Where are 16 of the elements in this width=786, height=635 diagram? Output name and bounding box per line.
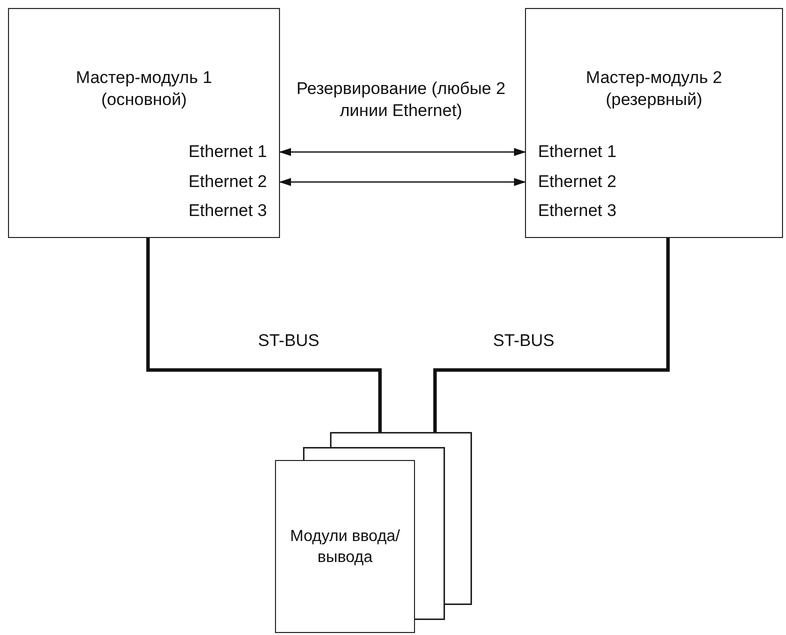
module-stack bbox=[275, 432, 472, 633]
port-label: Ethernet 2 bbox=[526, 171, 616, 193]
module-card-text: Модули ввода/вывода bbox=[289, 526, 401, 568]
port-label: Ethernet 1 bbox=[526, 141, 616, 163]
bus-line bbox=[146, 238, 382, 432]
port-label: Ethernet 3 bbox=[188, 200, 279, 222]
bus-line bbox=[433, 238, 670, 432]
arrow bbox=[279, 178, 526, 186]
module-title: Мастер-модуль 2 (резервный) bbox=[584, 67, 724, 111]
module-box bbox=[8, 8, 280, 238]
port-label: Ethernet 2 bbox=[188, 171, 279, 193]
port-label: Ethernet 3 bbox=[526, 200, 616, 222]
port-label: Ethernet 1 bbox=[188, 141, 279, 163]
module-box bbox=[525, 8, 783, 238]
module-title: Мастер-модуль 1 (основной) bbox=[74, 67, 214, 111]
arrow bbox=[279, 148, 526, 156]
